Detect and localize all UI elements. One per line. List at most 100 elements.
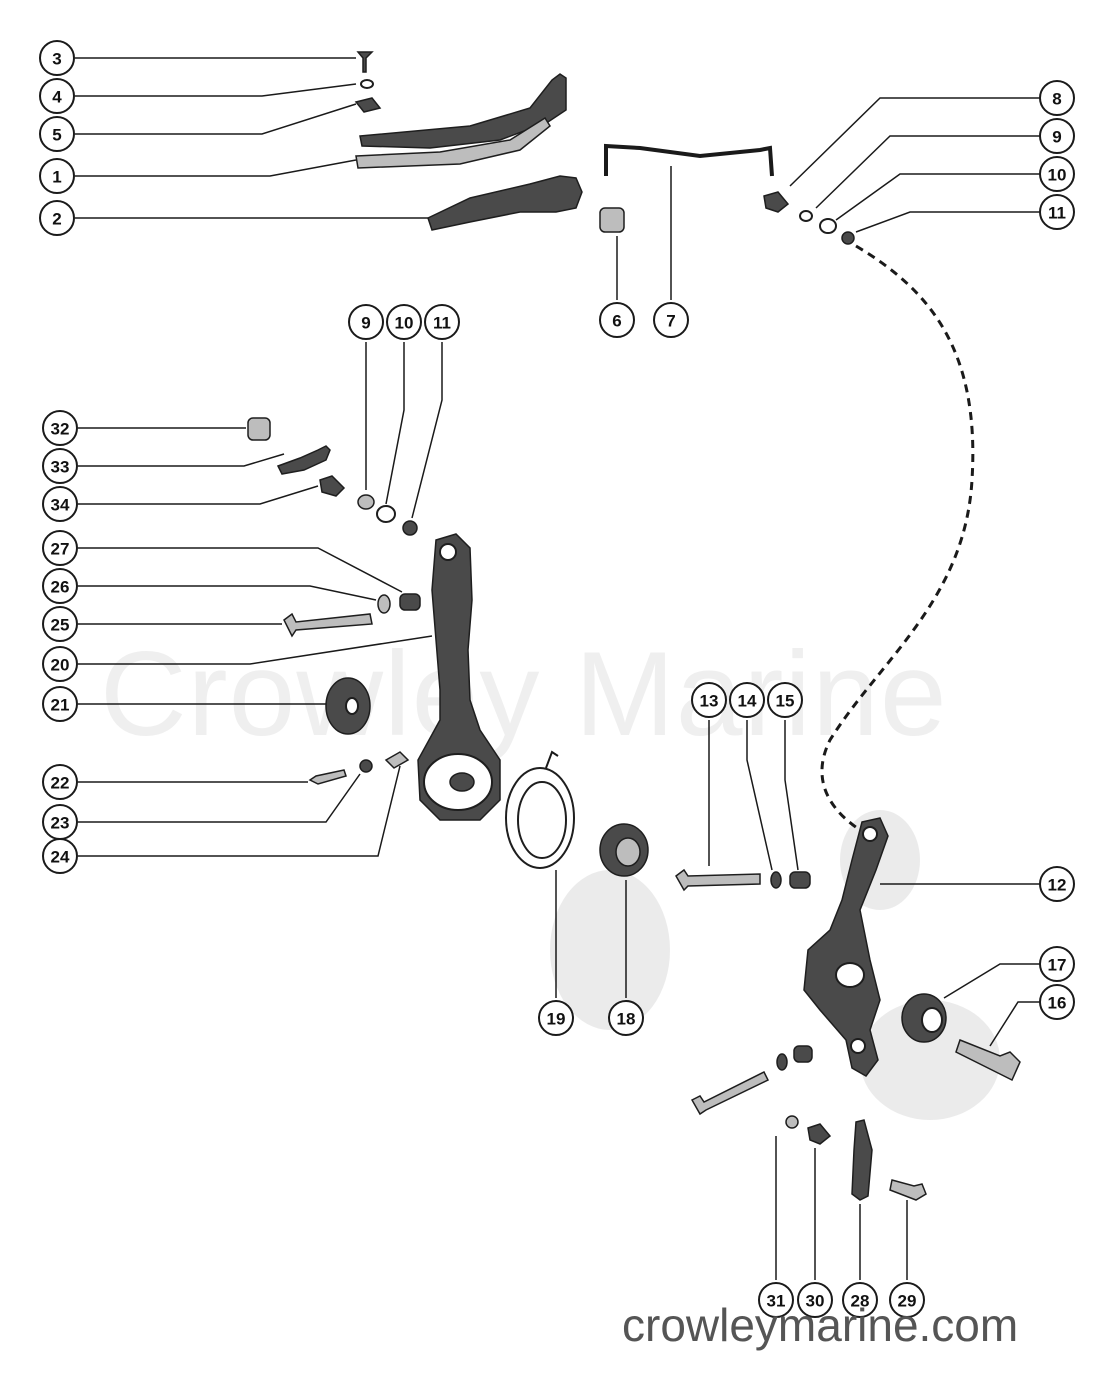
callout-label: 22: [51, 774, 70, 793]
callout-circle: [758, 1282, 794, 1318]
callout-label: 16: [1048, 994, 1067, 1013]
callout-label: 23: [51, 814, 70, 833]
callout-10: 10: [1039, 156, 1075, 192]
callout-7: 7: [653, 302, 689, 338]
callout-circle: [842, 1282, 878, 1318]
part-bolt-16: [955, 1039, 1021, 1082]
callout-label: 14: [738, 692, 757, 711]
callout-circle: [39, 40, 75, 76]
part-washer-26: [377, 594, 391, 614]
callout-29: 29: [889, 1282, 925, 1318]
callout-label: 30: [806, 1292, 825, 1311]
callout-14: 14: [729, 682, 765, 718]
part-screw-3: [356, 51, 374, 73]
callout-circle: [653, 302, 689, 338]
callout-circle: [424, 304, 460, 340]
part-link-rod-7: [604, 143, 774, 177]
callout-label: 20: [51, 656, 70, 675]
part-stud-34: [319, 475, 346, 497]
callout-26: 26: [42, 568, 78, 604]
callout-5: 5: [39, 116, 75, 152]
callout-label: 8: [1052, 90, 1061, 109]
callout-label: 26: [51, 578, 70, 597]
callout-27: 27: [42, 530, 78, 566]
part-plate-1-upper: [359, 73, 567, 149]
callout-label: 4: [52, 88, 62, 107]
callout-label: 5: [52, 126, 61, 145]
callout-label: 21: [51, 696, 70, 715]
callout-9: 9: [1039, 118, 1075, 154]
callout-33: 33: [42, 448, 78, 484]
callout-30: 30: [797, 1282, 833, 1318]
callout-circle: [1039, 156, 1075, 192]
part-lever-eye: [439, 543, 457, 561]
callout-12: 12: [1039, 866, 1075, 902]
part-arm-2: [427, 175, 583, 231]
callout-label: 12: [1048, 876, 1067, 895]
callout-circle: [42, 486, 78, 522]
callout-1: 1: [39, 158, 75, 194]
part-bolt-25: [283, 612, 373, 638]
leader-lines: [75, 57, 1040, 1280]
callout-label: 3: [52, 50, 61, 69]
connector-dashed: [820, 244, 975, 832]
callout-label: 1: [52, 168, 61, 187]
part-washer-10: [819, 218, 837, 234]
callout-34: 34: [42, 486, 78, 522]
part-link-28: [851, 1119, 873, 1201]
callout-label: 17: [1048, 956, 1067, 975]
part-lever-20: [417, 533, 501, 821]
callout-circle: [1039, 984, 1075, 1020]
callout-16: 16: [1039, 984, 1075, 1020]
callout-label: 10: [395, 314, 414, 333]
callout-circle: [42, 838, 78, 874]
callout-label: 2: [52, 210, 61, 229]
part-lever-12-bore: [835, 962, 865, 988]
part-spacer-30: [807, 1123, 832, 1145]
part-nut-5: [354, 97, 382, 113]
part-bushing-17-face: [921, 1007, 943, 1033]
callout-circle: [42, 686, 78, 722]
part-bushing-9-left: [357, 494, 375, 510]
callout-circle: [767, 682, 803, 718]
callout-label: 29: [898, 1292, 917, 1311]
callout-circle: [42, 410, 78, 446]
callout-23: 23: [42, 804, 78, 840]
part-nut-11: [841, 231, 855, 245]
callout-label: 7: [666, 312, 675, 331]
part-nut-23: [359, 759, 373, 773]
callout-label: 11: [433, 314, 451, 333]
callout-28: 28: [842, 1282, 878, 1318]
callout-20: 20: [42, 646, 78, 682]
part-lever-12-eye: [862, 826, 878, 842]
callout-25: 25: [42, 606, 78, 642]
callout-18: 18: [608, 1000, 644, 1036]
callout-circle: [42, 764, 78, 800]
callout-label: 9: [361, 314, 370, 333]
callout-circle: [889, 1282, 925, 1318]
callout-circle: [42, 568, 78, 604]
callout-label: 9: [1052, 128, 1061, 147]
part-bushing-21-bore: [345, 697, 359, 715]
callout-circle: [348, 304, 384, 340]
callout-15: 15: [767, 682, 803, 718]
callout-32: 32: [42, 410, 78, 446]
callout-circle: [1039, 80, 1075, 116]
site-url: crowleymarine.com: [622, 1299, 1019, 1351]
callout-24: 24: [42, 838, 78, 874]
part-lever-12-lower-eye: [850, 1038, 866, 1054]
callout-label: 24: [51, 848, 70, 867]
callout-3: 3: [39, 40, 75, 76]
part-spring-19-tang: [545, 750, 559, 769]
callout-label: 33: [51, 458, 70, 477]
part-block-32: [247, 417, 271, 441]
callout-6: 6: [599, 302, 635, 338]
callout-circle: [42, 606, 78, 642]
callout-circle: [39, 78, 75, 114]
part-plate-1-lower: [355, 116, 551, 169]
part-screw-29: [889, 1179, 927, 1201]
callout-circle: [1039, 866, 1075, 902]
callout-label: 10: [1048, 166, 1067, 185]
